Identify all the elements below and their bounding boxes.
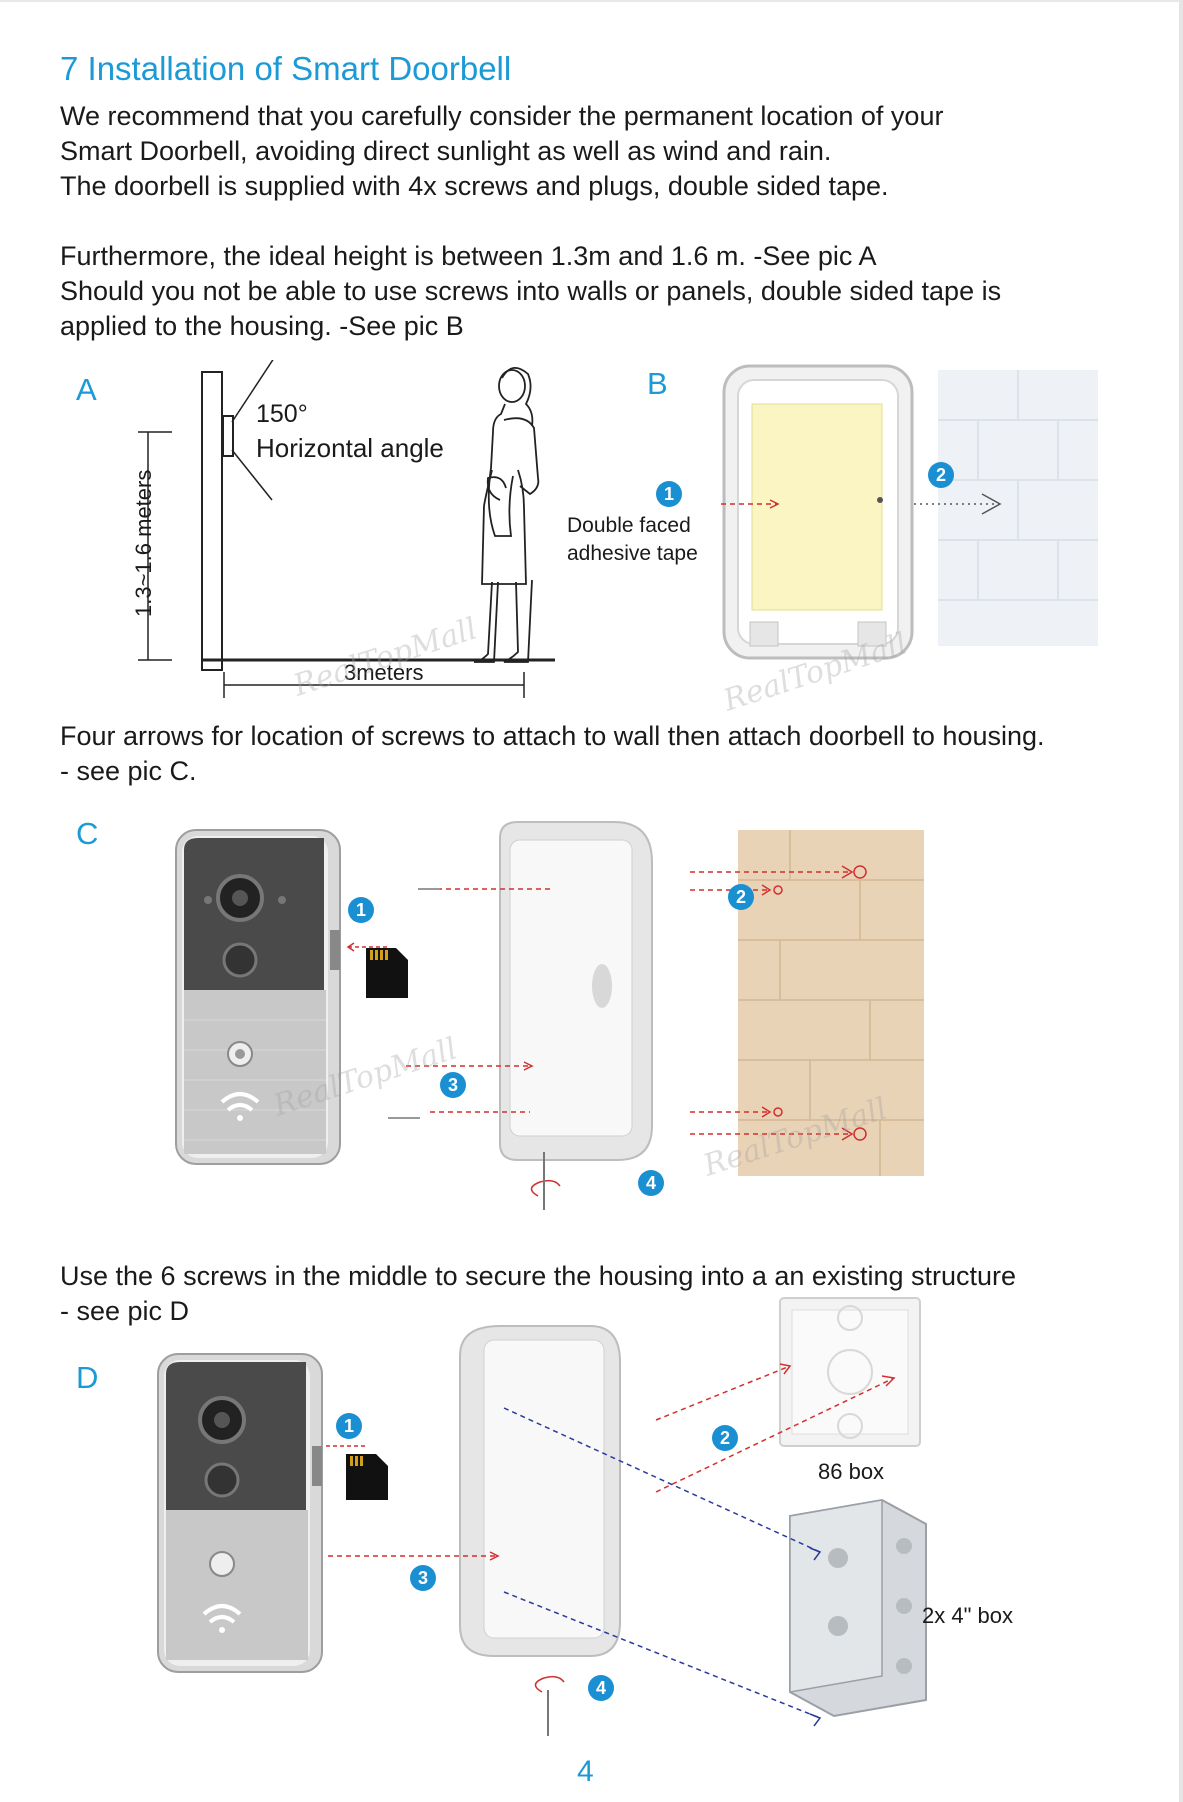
pic-a-diagram [138, 360, 555, 698]
pic-c-letter: C [76, 816, 99, 851]
intro-paragraph: We recommend that you carefully consider… [60, 99, 943, 204]
pic-c-diagram [175, 821, 924, 1210]
pic-d-diagram [157, 1297, 927, 1736]
page-top-edge [0, 0, 1183, 2]
distance-label: 3meters [344, 660, 424, 685]
intro-line: We recommend that you carefully consider… [60, 101, 944, 131]
height-line: Should you not be able to use screws int… [60, 276, 1002, 306]
section-heading: 7 Installation of Smart Doorbell [60, 50, 512, 87]
step-badge: 4 [638, 1170, 664, 1196]
step-badge: 4 [588, 1675, 614, 1701]
angle-label: Horizontal angle [256, 433, 444, 463]
step-badge: 3 [440, 1072, 466, 1098]
step-badge: 1 [348, 897, 374, 923]
height-paragraph: Furthermore, the ideal height is between… [60, 239, 1001, 344]
tape-label: Double faced [567, 514, 691, 537]
step-badge: 2 [728, 884, 754, 910]
step-badge: 2 [928, 462, 954, 488]
step-badge: 2 [712, 1425, 738, 1451]
pic-a-letter: A [76, 372, 97, 407]
angle-value: 150° [256, 400, 308, 428]
pic-d-letter: D [76, 1360, 99, 1395]
structure-line: - see pic D [60, 1296, 190, 1326]
box86-label: 86 box [818, 1459, 885, 1484]
intro-line: Smart Doorbell, avoiding direct sunlight… [60, 136, 832, 166]
height-label: 1.3~1.6 meters [131, 469, 156, 617]
woman-figure [473, 367, 540, 663]
box4-label: 2x 4" box [922, 1603, 1013, 1628]
structure-line: Use the 6 screws in the middle to secure… [60, 1261, 1017, 1291]
screws-line: - see pic C. [60, 756, 197, 786]
intro-line: The doorbell is supplied with 4x screws … [60, 171, 889, 201]
pic-b-letter: B [647, 366, 668, 401]
step-badge: 3 [410, 1565, 436, 1591]
screws-paragraph: Four arrows for location of screws to at… [60, 719, 1045, 789]
pic-b-diagram [718, 364, 1098, 660]
tape-label: adhesive tape [567, 542, 698, 565]
page-right-edge [1179, 0, 1183, 1802]
page-number: 4 [577, 1755, 594, 1788]
height-line: applied to the housing. -See pic B [60, 311, 464, 341]
step-badge: 1 [336, 1413, 362, 1439]
step-badge: 1 [656, 481, 682, 507]
structure-paragraph: Use the 6 screws in the middle to secure… [60, 1259, 1016, 1329]
screws-line: Four arrows for location of screws to at… [60, 721, 1045, 751]
height-line: Furthermore, the ideal height is between… [60, 241, 877, 271]
